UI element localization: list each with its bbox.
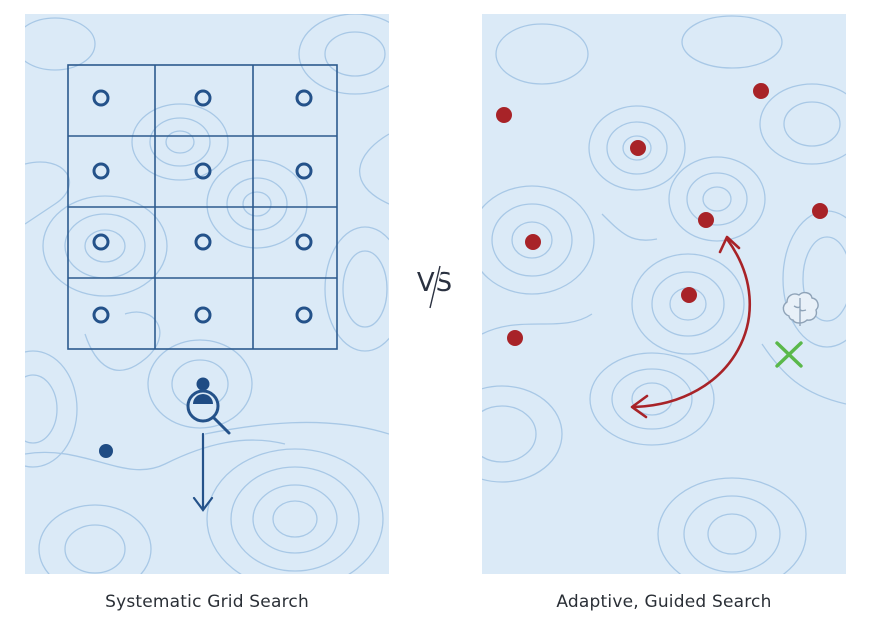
guided-sample-points [496, 83, 828, 346]
x-mark-icon [775, 341, 803, 368]
curved-arrow-icon [630, 235, 752, 419]
grid-marker [92, 89, 110, 107]
contour-lines [25, 14, 389, 574]
contour-lines [482, 15, 846, 574]
sample-point [99, 444, 113, 458]
sample-point [753, 83, 769, 99]
grid-sample-markers [92, 89, 313, 324]
sample-point [507, 330, 523, 346]
grid-marker [92, 233, 110, 251]
grid-marker [92, 162, 110, 180]
sample-point [630, 140, 646, 156]
grid-search-caption: Systematic Grid Search [105, 592, 309, 612]
sample-point [812, 203, 828, 219]
sample-point [496, 107, 512, 123]
grid-marker [295, 233, 313, 251]
down-arrow-icon [192, 432, 214, 512]
sample-point [525, 234, 541, 250]
search-grid [67, 64, 338, 350]
guided-search-caption: Adaptive, Guided Search [556, 592, 772, 612]
grid-marker [194, 233, 212, 251]
versus-divider: VS [410, 262, 460, 312]
grid-marker [92, 306, 110, 324]
grid-marker [194, 306, 212, 324]
guided-search-illustration [482, 15, 846, 574]
sample-point [196, 377, 210, 391]
grid-search-panel [25, 14, 389, 574]
sample-point [681, 287, 697, 303]
grid-marker [295, 162, 313, 180]
brain-icon [782, 291, 819, 326]
grid-marker [194, 162, 212, 180]
grid-marker [194, 89, 212, 107]
grid-search-illustration [25, 14, 389, 574]
sample-point [698, 212, 714, 228]
guided-search-panel [482, 14, 846, 574]
grid-marker [295, 306, 313, 324]
magnifier-icon [186, 389, 231, 435]
grid-marker [295, 89, 313, 107]
versus-slash [428, 265, 442, 309]
